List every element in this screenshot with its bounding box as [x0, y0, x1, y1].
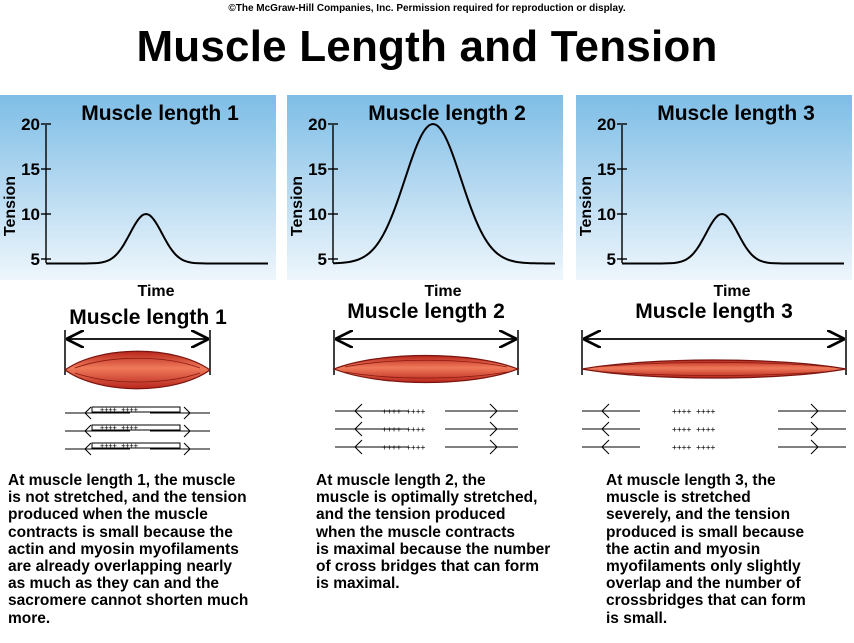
svg-text:++++ ++++: ++++ ++++ [382, 443, 426, 452]
svg-text:++++ ++++: ++++ ++++ [100, 406, 138, 414]
caption-2: At muscle length 2, the muscle is optima… [316, 472, 551, 593]
muscle-label-1: Muscle length 1 [69, 306, 227, 329]
svg-text:++++ ++++: ++++ ++++ [382, 407, 426, 416]
sarcomere-3-diagram: ++++ ++++ ++++ ++++ ++++ ++++ [582, 403, 846, 455]
y-axis-label: Tension [578, 176, 595, 236]
y-tick-label: 20 [21, 115, 40, 134]
muscle-label-2: Muscle length 2 [347, 300, 505, 323]
svg-text:++++ ++++: ++++ ++++ [382, 425, 426, 434]
y-tick-label: 15 [308, 160, 327, 179]
tension-curve [332, 122, 555, 265]
muscle-label-3: Muscle length 3 [635, 300, 793, 323]
y-tick-label: 10 [308, 205, 327, 224]
svg-text:++++ ++++: ++++ ++++ [672, 443, 716, 452]
x-axis-label: Time [713, 283, 750, 300]
svg-text:++++ ++++: ++++ ++++ [672, 407, 716, 416]
copyright-notice: ©The McGraw-Hill Companies, Inc. Permiss… [228, 3, 626, 14]
y-tick-label: 5 [318, 250, 327, 269]
graph-title: Muscle length 3 [657, 102, 815, 125]
muscle-2-diagram [332, 330, 520, 384]
sarcomere-2-diagram: ++++ ++++ ++++ ++++ ++++ ++++ [335, 403, 518, 455]
y-axis-label: Tension [2, 176, 19, 236]
svg-text:++++ ++++: ++++ ++++ [100, 424, 138, 432]
graph-title: Muscle length 1 [81, 102, 239, 125]
y-tick-label: 5 [31, 250, 40, 269]
tension-curve [622, 212, 844, 265]
caption-3: At muscle length 3, the muscle is stretc… [606, 472, 806, 627]
y-tick-label: 20 [597, 115, 616, 134]
tension-curve [46, 212, 268, 265]
svg-text:++++ ++++: ++++ ++++ [672, 425, 716, 434]
y-axis-label: Tension [289, 176, 306, 236]
muscle-1-diagram [63, 330, 212, 390]
muscle-3-diagram [581, 330, 847, 379]
caption-1: At muscle length 1, the muscle is not st… [8, 472, 249, 627]
muscle-diagrams: ++++ ++++ ++++ ++++ ++++ ++++ ++++ ++++ … [63, 330, 847, 456]
svg-text:++++ ++++: ++++ ++++ [100, 442, 138, 450]
y-tick-label: 5 [607, 250, 616, 269]
graph-title: Muscle length 2 [368, 102, 526, 125]
x-axis-label: Time [424, 283, 461, 300]
y-tick-label: 20 [308, 115, 327, 134]
y-tick-label: 15 [597, 160, 616, 179]
x-axis-label: Time [137, 283, 174, 300]
sarcomere-1-diagram: ++++ ++++ ++++ ++++ ++++ ++++ [65, 406, 210, 456]
page-title: Muscle Length and Tension [136, 22, 718, 71]
y-tick-label: 10 [597, 205, 616, 224]
y-tick-label: 15 [21, 160, 40, 179]
y-tick-label: 10 [21, 205, 40, 224]
